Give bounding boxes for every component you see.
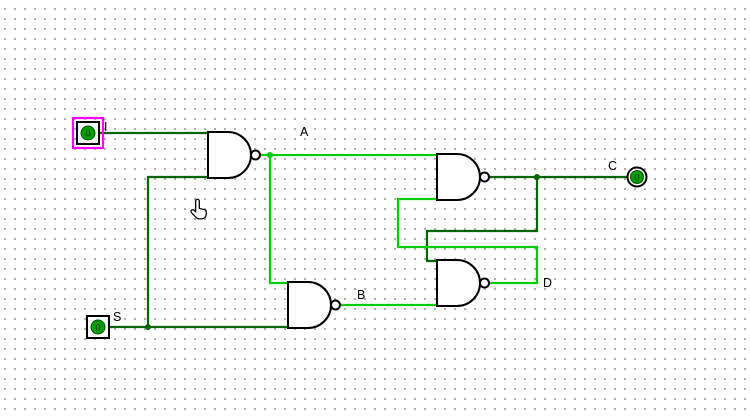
nand-inversion-bubble [479,171,490,183]
nand-inversion-bubble [250,149,261,161]
nand-gate-body [207,131,252,179]
nand-gate-body [436,259,481,307]
pin-value-text: 0 [95,322,100,333]
pin-value-disc [630,170,644,184]
hand-cursor-icon [190,198,207,220]
nand-gate-top-right[interactable] [436,153,490,201]
wire-junction [145,324,151,330]
wire-label-i: I [104,120,107,134]
nand-gate-bottom-middle[interactable] [287,281,341,329]
nand-inversion-bubble [330,299,341,311]
wire-label-s: S [113,310,121,324]
wire-d-feedback-to-gate3[interactable] [396,197,539,285]
wire-a-branch-to-gate2[interactable] [268,155,288,285]
input-pin-s[interactable]: 0 [86,315,110,339]
output-pin-c[interactable]: 0 [626,166,648,188]
nand-gate-top-left[interactable] [207,131,261,179]
input-pin-i[interactable]: 0 [71,116,105,150]
pin-value-disc [80,125,96,141]
pin-value-text: 0 [85,128,90,139]
nand-gate-body [436,153,481,201]
wire-label-a: A [300,125,309,139]
wire-junction [534,174,540,180]
wire-s-branch-to-gate1[interactable] [146,175,208,327]
nand-inversion-bubble [479,277,490,289]
wire-c-feedback-to-gate4[interactable] [425,177,539,263]
nand-gate-body [287,281,332,329]
wire-label-b: B [357,288,365,302]
selection-outline [71,116,105,150]
pin-value-text: 0 [634,172,639,183]
wire-label-d: D [543,276,552,290]
pin-value-disc [90,319,106,335]
nand-gate-bottom-right[interactable] [436,259,490,307]
wire-junction [267,152,273,158]
wire-label-c: C [608,159,617,173]
